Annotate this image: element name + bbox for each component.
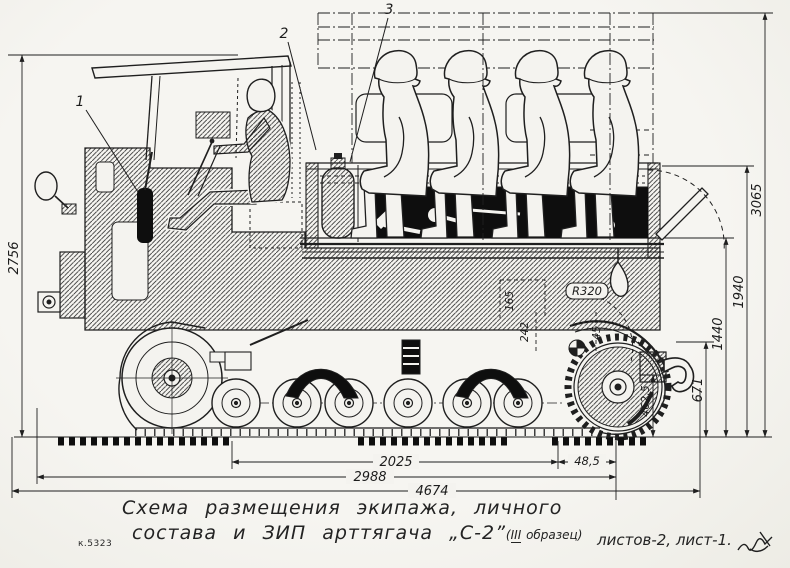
bed-front-wall [305,162,319,249]
variant-word: образец [526,528,578,542]
canopy-posts [317,13,654,240]
road-wheels [211,378,543,428]
dim-label-1940: 1940 [732,275,747,308]
road-wheel [211,378,261,428]
engine-white-pocket [111,221,149,301]
steering-lever [187,141,213,196]
hook-pivot-center-mark [568,339,586,357]
shock-column [401,339,421,375]
variant-open: ( [505,528,511,542]
tow-hook [663,357,695,393]
signature-scribble [737,531,773,553]
track-front-curve [118,321,206,431]
suspension-bracket [224,351,252,371]
dim-label-45: 45 [591,326,603,340]
rear-assembly [568,169,725,426]
bogie-spring [455,368,529,399]
dim-label-backings [346,282,609,498]
dim-label-4674: 4674 [415,484,448,499]
caption-line-2: состава и ЗИП арттягача „С-2”(III образе… [132,522,582,544]
caption-line-1: Схема размещения экипажа, личного [122,497,563,519]
spare-shackle [609,260,629,297]
driver-arm [213,116,271,155]
dim-label-165: 165 [504,291,516,311]
track-assembly [58,319,672,446]
dimension-lines [8,12,773,500]
dim-label-671: 671 [691,378,706,403]
dim-label-1440: 1440 [711,317,726,350]
dim-label-r320: R320 [572,284,602,298]
hook-support [626,391,654,426]
front-details [34,171,77,313]
driver-cab [91,55,301,198]
road-wheel [383,378,433,428]
engine-white-pocket-2 [95,161,115,193]
tailgate-swing-arc [647,169,725,253]
cowl-tank [195,111,231,139]
dim-label-2988: 2988 [353,470,386,485]
sheet-note: листов-2, лист-1. [597,531,732,549]
dim-label-2025: 2025 [379,455,412,470]
dim-label-242: 242 [519,322,531,342]
hook-radius-arc [576,292,634,366]
road-wheel [493,378,543,428]
front-lower-box [59,251,86,319]
gear-lever-boot [137,188,153,243]
sprocket-teeth [564,333,672,441]
driver-figure [137,78,303,249]
dim-label-48-5: 48,5 [574,454,600,468]
dim-label-2756: 2756 [7,241,22,274]
callouts [85,17,389,193]
driver-head [246,78,276,113]
callout-labels: 1 2 3 [76,2,394,110]
idler-lever [249,319,309,346]
callout-2: 2 [280,26,289,42]
driver-legs [167,189,257,231]
caption-line-2-text: состава и ЗИП арттягача „С-2” [132,522,506,544]
bogie-spring [285,368,359,399]
variant-numeral: III [510,528,522,543]
road-wheel [272,378,322,428]
callout-1: 1 [76,94,85,110]
dimension-labels: 2756 3065 1940 1440 671 462,5 2025 48,5 … [7,183,765,499]
variant-close: ) [577,528,583,542]
dim-label-462-5: 462,5 [639,385,652,417]
detail-dims-helpers [499,279,597,352]
document-code: к.5323 [78,539,113,549]
dim-label-3065: 3065 [750,183,765,216]
caption-variant: (III образец) [506,528,582,543]
tailgate-rod [655,187,709,241]
callout-3: 3 [385,2,394,18]
cab-roof [91,55,292,79]
headlight [34,171,58,201]
stowed-tank [317,153,359,242]
